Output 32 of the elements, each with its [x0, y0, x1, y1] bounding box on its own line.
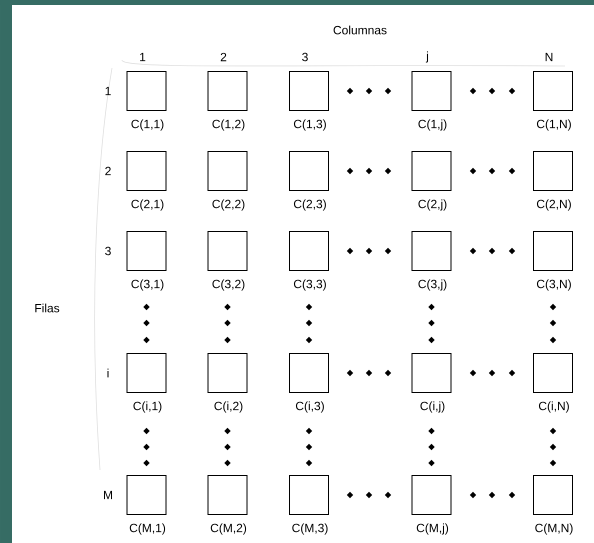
cell-label: C(M,1) — [130, 523, 166, 535]
cell-label: C(i,1) — [133, 401, 162, 413]
cell-label: C(M,N) — [535, 523, 573, 535]
cell-label: C(3,3) — [294, 279, 326, 291]
axis-title: Filas — [35, 304, 60, 312]
cell-label: C(i,3) — [296, 401, 324, 413]
row-number: 1 — [106, 86, 111, 96]
row-number: 3 — [105, 246, 111, 256]
cell-label: C(i,2) — [214, 401, 242, 413]
cell-label: C(M,3) — [292, 523, 328, 535]
row-number: 2 — [105, 166, 111, 176]
row-number: i — [107, 368, 109, 378]
cell-label: C(1,N) — [536, 119, 571, 131]
cell-label: C(3,j) — [418, 279, 446, 291]
cell-label: C(2,2) — [212, 199, 244, 211]
cell-label: C(3,1) — [131, 279, 164, 291]
cell-label: C(M,j) — [416, 523, 448, 535]
cell-label: C(2,N) — [536, 199, 571, 211]
cell-label: C(1,1) — [131, 119, 164, 131]
cell-label: C(2,1) — [131, 199, 164, 211]
cell-label: C(2,3) — [294, 199, 326, 211]
cell-label: C(i,j) — [420, 401, 444, 413]
cell-label: C(3,2) — [212, 279, 244, 291]
cell-label: C(1,2) — [212, 119, 244, 131]
cell-label: C(i,N) — [538, 401, 569, 413]
cell-label: C(1,3) — [294, 119, 326, 131]
row-number: M — [104, 490, 112, 500]
cell-label: C(3,N) — [536, 279, 571, 291]
axis-title: Columnas — [334, 26, 387, 34]
cell-label: C(1,j) — [418, 119, 446, 131]
cell-label: C(M,2) — [210, 523, 246, 535]
cell-label: C(2,j) — [418, 199, 446, 211]
